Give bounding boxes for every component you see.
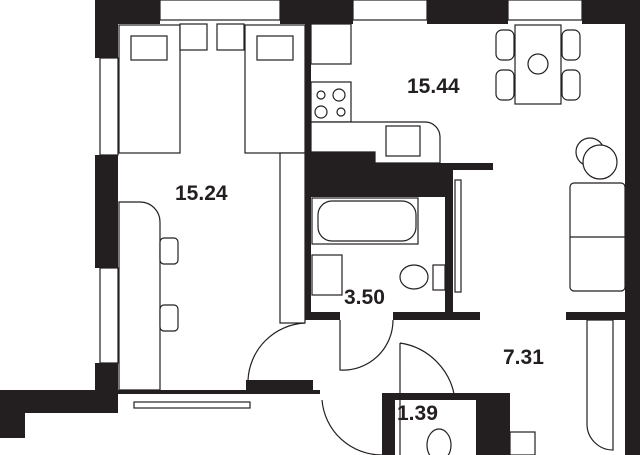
hallway-furniture <box>321 319 614 455</box>
room-area-hallway: 7.31 <box>503 346 544 369</box>
windows <box>99 0 583 409</box>
nightstand <box>179 23 208 51</box>
door-swing <box>247 322 306 381</box>
kitchen-furniture <box>310 23 626 292</box>
toilet <box>426 428 452 455</box>
dining-table <box>514 24 562 105</box>
bathroom-furniture <box>311 179 536 455</box>
room-area-bedroom: 15.24 <box>175 182 228 205</box>
bedroom-furniture <box>118 23 306 391</box>
room-area-bathroom: 3.50 <box>344 286 385 309</box>
sink <box>385 125 421 157</box>
room-area-wc: 1.39 <box>397 402 438 425</box>
door-swing <box>339 319 394 371</box>
washbasin <box>311 254 343 296</box>
wardrobe <box>279 152 306 324</box>
nightstand <box>216 23 245 51</box>
door-swing <box>399 342 456 455</box>
desk <box>118 201 161 391</box>
toilet <box>399 264 429 290</box>
wardrobe <box>586 319 614 451</box>
sliding-door <box>454 179 462 293</box>
room-area-kitchen-living: 15.44 <box>407 75 460 98</box>
